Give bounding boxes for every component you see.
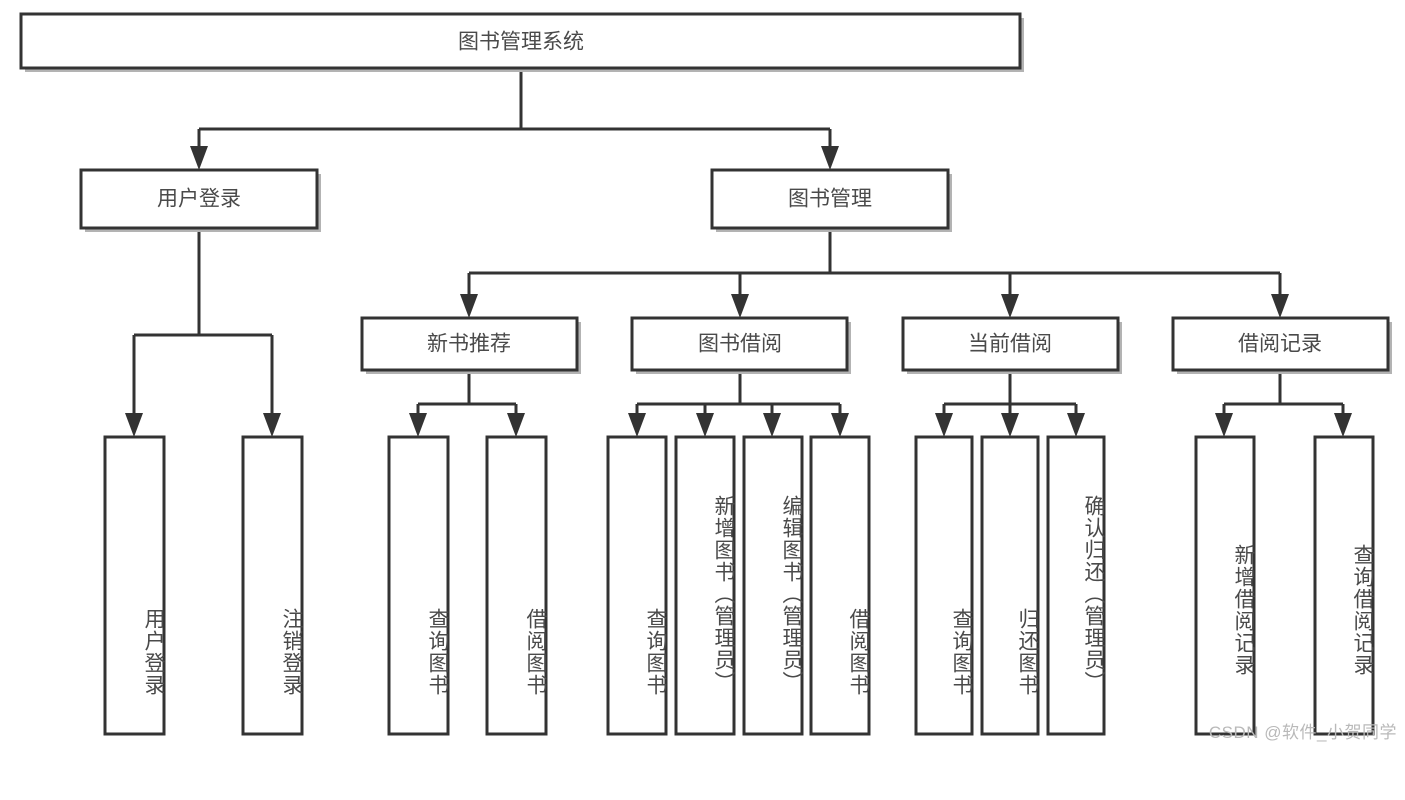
- arrowhead-bm-c1: [460, 294, 478, 318]
- arrowhead-bm-c3: [1001, 294, 1019, 318]
- flowchart-svg: 图书管理系统 用户登录 图书管理 新书推荐 图书借阅 当前借阅: [19, 12, 1392, 736]
- arrowhead-br-l1: [1215, 413, 1233, 437]
- borrow-record-box: [1171, 316, 1390, 372]
- current-borrow-label: 当前借阅: [968, 333, 1052, 356]
- node-new-book-recommend[interactable]: 新书推荐: [360, 316, 581, 374]
- arrowhead-bb-l2: [696, 413, 714, 437]
- node-user-login[interactable]: 用户登录: [79, 168, 321, 232]
- connectors: [125, 68, 1352, 437]
- arrowhead-bb-l1: [628, 413, 646, 437]
- leaf-box-bb-2[interactable]: [674, 435, 736, 736]
- diagram-canvas: 图书管理系统 用户登录 图书管理 新书推荐 图书借阅 当前借阅: [19, 12, 1397, 742]
- arrowhead-cb-l2: [1001, 413, 1019, 437]
- leaf-box-bb-4[interactable]: [809, 435, 871, 736]
- leaf-box-br-1[interactable]: [1194, 435, 1256, 736]
- node-borrow-record[interactable]: 借阅记录: [1171, 316, 1392, 374]
- leaf-box-bb-3[interactable]: [742, 435, 804, 736]
- leaf-box-cb-1[interactable]: [914, 435, 974, 736]
- arrowhead-bm-c4: [1271, 294, 1289, 318]
- leaf-boxes: [103, 435, 1375, 736]
- node-current-borrow[interactable]: 当前借阅: [901, 316, 1122, 374]
- arrowhead-cb-l3: [1067, 413, 1085, 437]
- new-book-recommend-box: [360, 316, 579, 372]
- book-borrow-box: [630, 316, 849, 372]
- arrowhead-nbr-l2: [507, 413, 525, 437]
- root-box: [19, 12, 1022, 70]
- root-label: 图书管理系统: [458, 31, 584, 54]
- arrowhead-bb-l3: [763, 413, 781, 437]
- arrowhead-br-l2: [1334, 413, 1352, 437]
- arrowhead-bb-l4: [831, 413, 849, 437]
- arrowhead-book-mgmt: [821, 146, 839, 170]
- current-borrow-box: [901, 316, 1120, 372]
- leaf-box-user-login-1[interactable]: [103, 435, 166, 736]
- arrowhead-user-login: [190, 146, 208, 170]
- leaf-box-user-login-2[interactable]: [241, 435, 304, 736]
- leaf-box-br-2[interactable]: [1313, 435, 1375, 736]
- node-root[interactable]: 图书管理系统: [19, 12, 1024, 72]
- node-book-borrow[interactable]: 图书借阅: [630, 316, 851, 374]
- user-login-box: [79, 168, 319, 230]
- book-borrow-label: 图书借阅: [698, 333, 782, 356]
- leaf-box-bb-1[interactable]: [606, 435, 668, 736]
- arrowhead-ul-leaf2: [263, 413, 281, 437]
- arrowhead-nbr-l1: [409, 413, 427, 437]
- arrowhead-bm-c2: [731, 294, 749, 318]
- node-book-management[interactable]: 图书管理: [710, 168, 952, 232]
- leaf-box-cb-2[interactable]: [980, 435, 1040, 736]
- watermark-text: CSDN @软件_小贺同学: [1208, 723, 1397, 742]
- book-management-label: 图书管理: [788, 188, 872, 211]
- leaf-box-cb-3[interactable]: [1046, 435, 1106, 736]
- borrow-record-label: 借阅记录: [1238, 333, 1322, 356]
- arrowhead-ul-leaf1: [125, 413, 143, 437]
- leaf-box-nbr-2[interactable]: [485, 435, 548, 736]
- book-management-box: [710, 168, 950, 230]
- leaf-box-nbr-1[interactable]: [387, 435, 450, 736]
- arrowhead-cb-l1: [935, 413, 953, 437]
- user-login-label: 用户登录: [157, 188, 241, 211]
- new-book-recommend-label: 新书推荐: [427, 333, 511, 356]
